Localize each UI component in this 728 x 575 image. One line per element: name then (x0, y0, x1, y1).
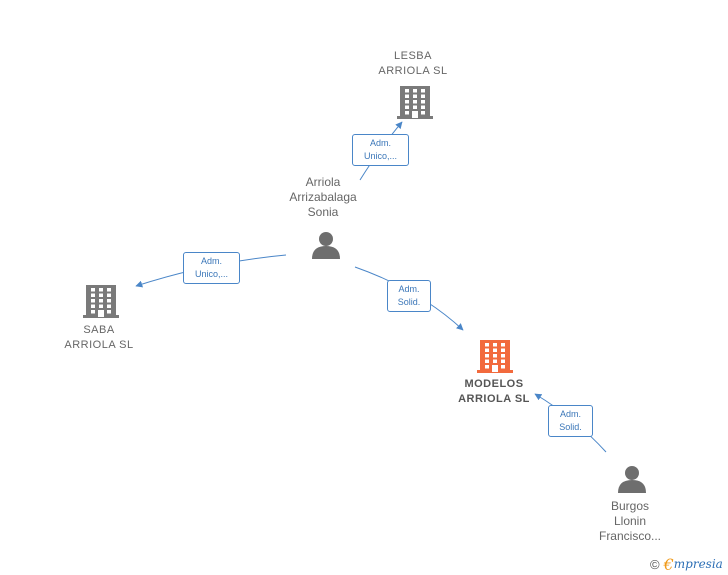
building-window (413, 94, 417, 98)
building-window (107, 293, 111, 297)
building-window (405, 94, 409, 98)
edge-label-burgos-to-modelos[interactable]: Adm. Solid. (548, 405, 593, 437)
building-window (501, 365, 505, 369)
building-window (501, 348, 505, 352)
building-window (421, 105, 425, 109)
person-icon[interactable] (618, 466, 646, 493)
building-window (91, 288, 95, 292)
building-window (91, 299, 95, 303)
building-window (405, 105, 409, 109)
building-window (493, 343, 497, 347)
building-door (98, 310, 104, 317)
copyright-icon: © (650, 556, 660, 572)
building-window (485, 365, 489, 369)
building-window (107, 288, 111, 292)
building-door (492, 365, 498, 372)
building-door (412, 111, 418, 118)
building-window (421, 94, 425, 98)
edge-label-to-lesba[interactable]: Adm. Unico,... (352, 134, 409, 166)
building-window (485, 354, 489, 358)
building-window (493, 359, 497, 363)
building-window (99, 288, 103, 292)
building-window (493, 354, 497, 358)
building-window (405, 111, 409, 115)
building-window (485, 348, 489, 352)
edge-label-to-modelos[interactable]: Adm. Solid. (387, 280, 431, 312)
building-window (421, 111, 425, 115)
building-window (413, 105, 417, 109)
building-window (501, 359, 505, 363)
building-window (413, 89, 417, 93)
node-label-saba[interactable]: SABA ARRIOLA SL (64, 324, 134, 351)
building-window (413, 100, 417, 104)
node-label-burgos[interactable]: Burgos Llonin Francisco... (598, 499, 661, 543)
building-window (99, 293, 103, 297)
building-window (91, 310, 95, 314)
empresia-logo-text: mpresia (673, 557, 723, 571)
building-icon[interactable] (83, 285, 119, 318)
building-window (421, 100, 425, 104)
building-window (91, 293, 95, 297)
building-window (485, 359, 489, 363)
building-icon[interactable] (477, 340, 513, 373)
building-window (405, 100, 409, 104)
building-window (107, 304, 111, 308)
building-icon[interactable] (397, 86, 433, 119)
building-window (107, 310, 111, 314)
empresia-logo-initial: € (663, 554, 674, 574)
node-label-arriola[interactable]: Arriola Arrizabalaga Sonia (289, 175, 357, 219)
building-window (107, 299, 111, 303)
building-window (485, 343, 489, 347)
brand-footer: © € mpresia (650, 554, 723, 574)
person-icon[interactable] (312, 232, 340, 259)
building-window (99, 299, 103, 303)
building-window (99, 304, 103, 308)
building-window (405, 89, 409, 93)
building-window (501, 354, 505, 358)
building-window (501, 343, 505, 347)
edge-label-to-saba[interactable]: Adm. Unico,... (183, 252, 240, 284)
building-window (91, 304, 95, 308)
node-label-lesba[interactable]: LESBA ARRIOLA SL (378, 50, 448, 77)
building-window (493, 348, 497, 352)
node-label-modelos[interactable]: MODELOS ARRIOLA SL (458, 378, 530, 405)
building-window (421, 89, 425, 93)
